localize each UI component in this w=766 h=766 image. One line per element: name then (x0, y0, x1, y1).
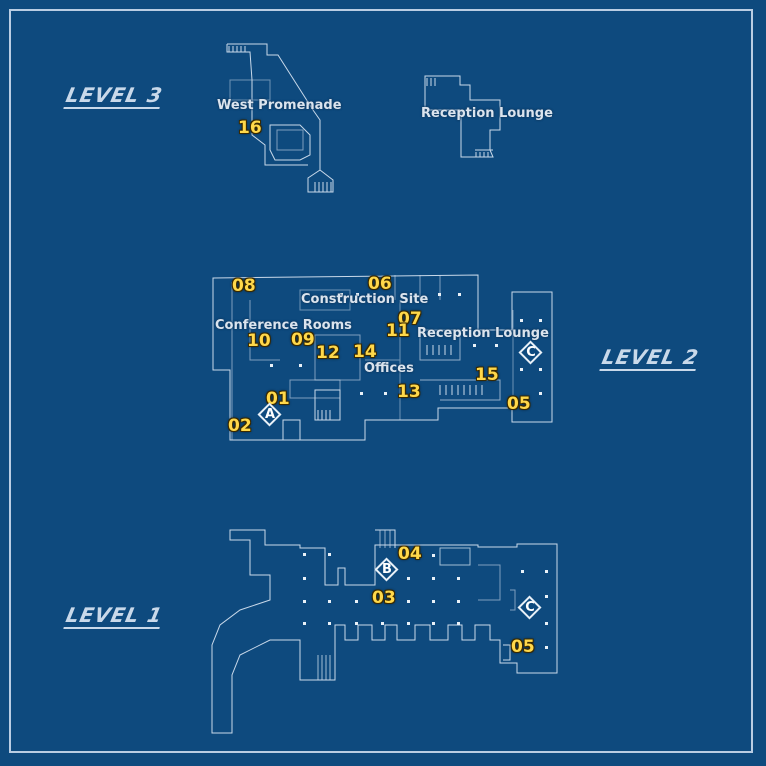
objective-a-letter: A (264, 407, 276, 422)
objective-c-level2[interactable]: C (518, 340, 544, 366)
marker-12: 12 (316, 343, 340, 363)
level2-pillars (270, 293, 542, 395)
level2-outline (212, 274, 553, 441)
level3-label: LEVEL 3 (63, 83, 166, 109)
marker-15: 15 (475, 365, 499, 385)
marker-08: 08 (232, 276, 256, 296)
room-west-promenade: West Promenade (217, 98, 342, 113)
level2-label: LEVEL 2 (599, 345, 702, 371)
objective-c-letter: C (526, 345, 536, 360)
objective-b[interactable]: B (374, 557, 400, 583)
marker-09: 09 (291, 330, 315, 350)
marker-13: 13 (397, 382, 421, 402)
objective-b-letter: B (382, 562, 392, 577)
marker-07: 07 (398, 309, 422, 329)
marker-02: 02 (228, 416, 252, 436)
marker-05-level2: 05 (507, 394, 531, 414)
room-offices: Offices (364, 361, 414, 376)
objective-a[interactable]: A (257, 402, 283, 428)
room-reception-lounge-level2: Reception Lounge (417, 326, 549, 341)
level1-outline (211, 529, 558, 734)
marker-06: 06 (368, 274, 392, 294)
marker-16: 16 (238, 118, 262, 138)
marker-11: 11 (386, 321, 410, 341)
room-reception-lounge-level3: Reception Lounge (421, 106, 553, 121)
marker-10: 10 (247, 331, 271, 351)
level1-pillars (303, 553, 548, 649)
map-frame (9, 9, 753, 753)
room-conference-rooms: Conference Rooms (215, 318, 352, 333)
level3-west-outline (226, 43, 334, 193)
objective-c-level1[interactable]: C (517, 595, 543, 621)
marker-14: 14 (353, 342, 377, 362)
marker-04: 04 (398, 544, 422, 564)
objective-c-letter: C (525, 600, 535, 615)
level1-label: LEVEL 1 (63, 603, 166, 629)
marker-05-level1: 05 (511, 637, 535, 657)
level3-east-outline (424, 75, 501, 158)
marker-03: 03 (372, 588, 396, 608)
room-construction-site: Construction Site (301, 292, 429, 307)
